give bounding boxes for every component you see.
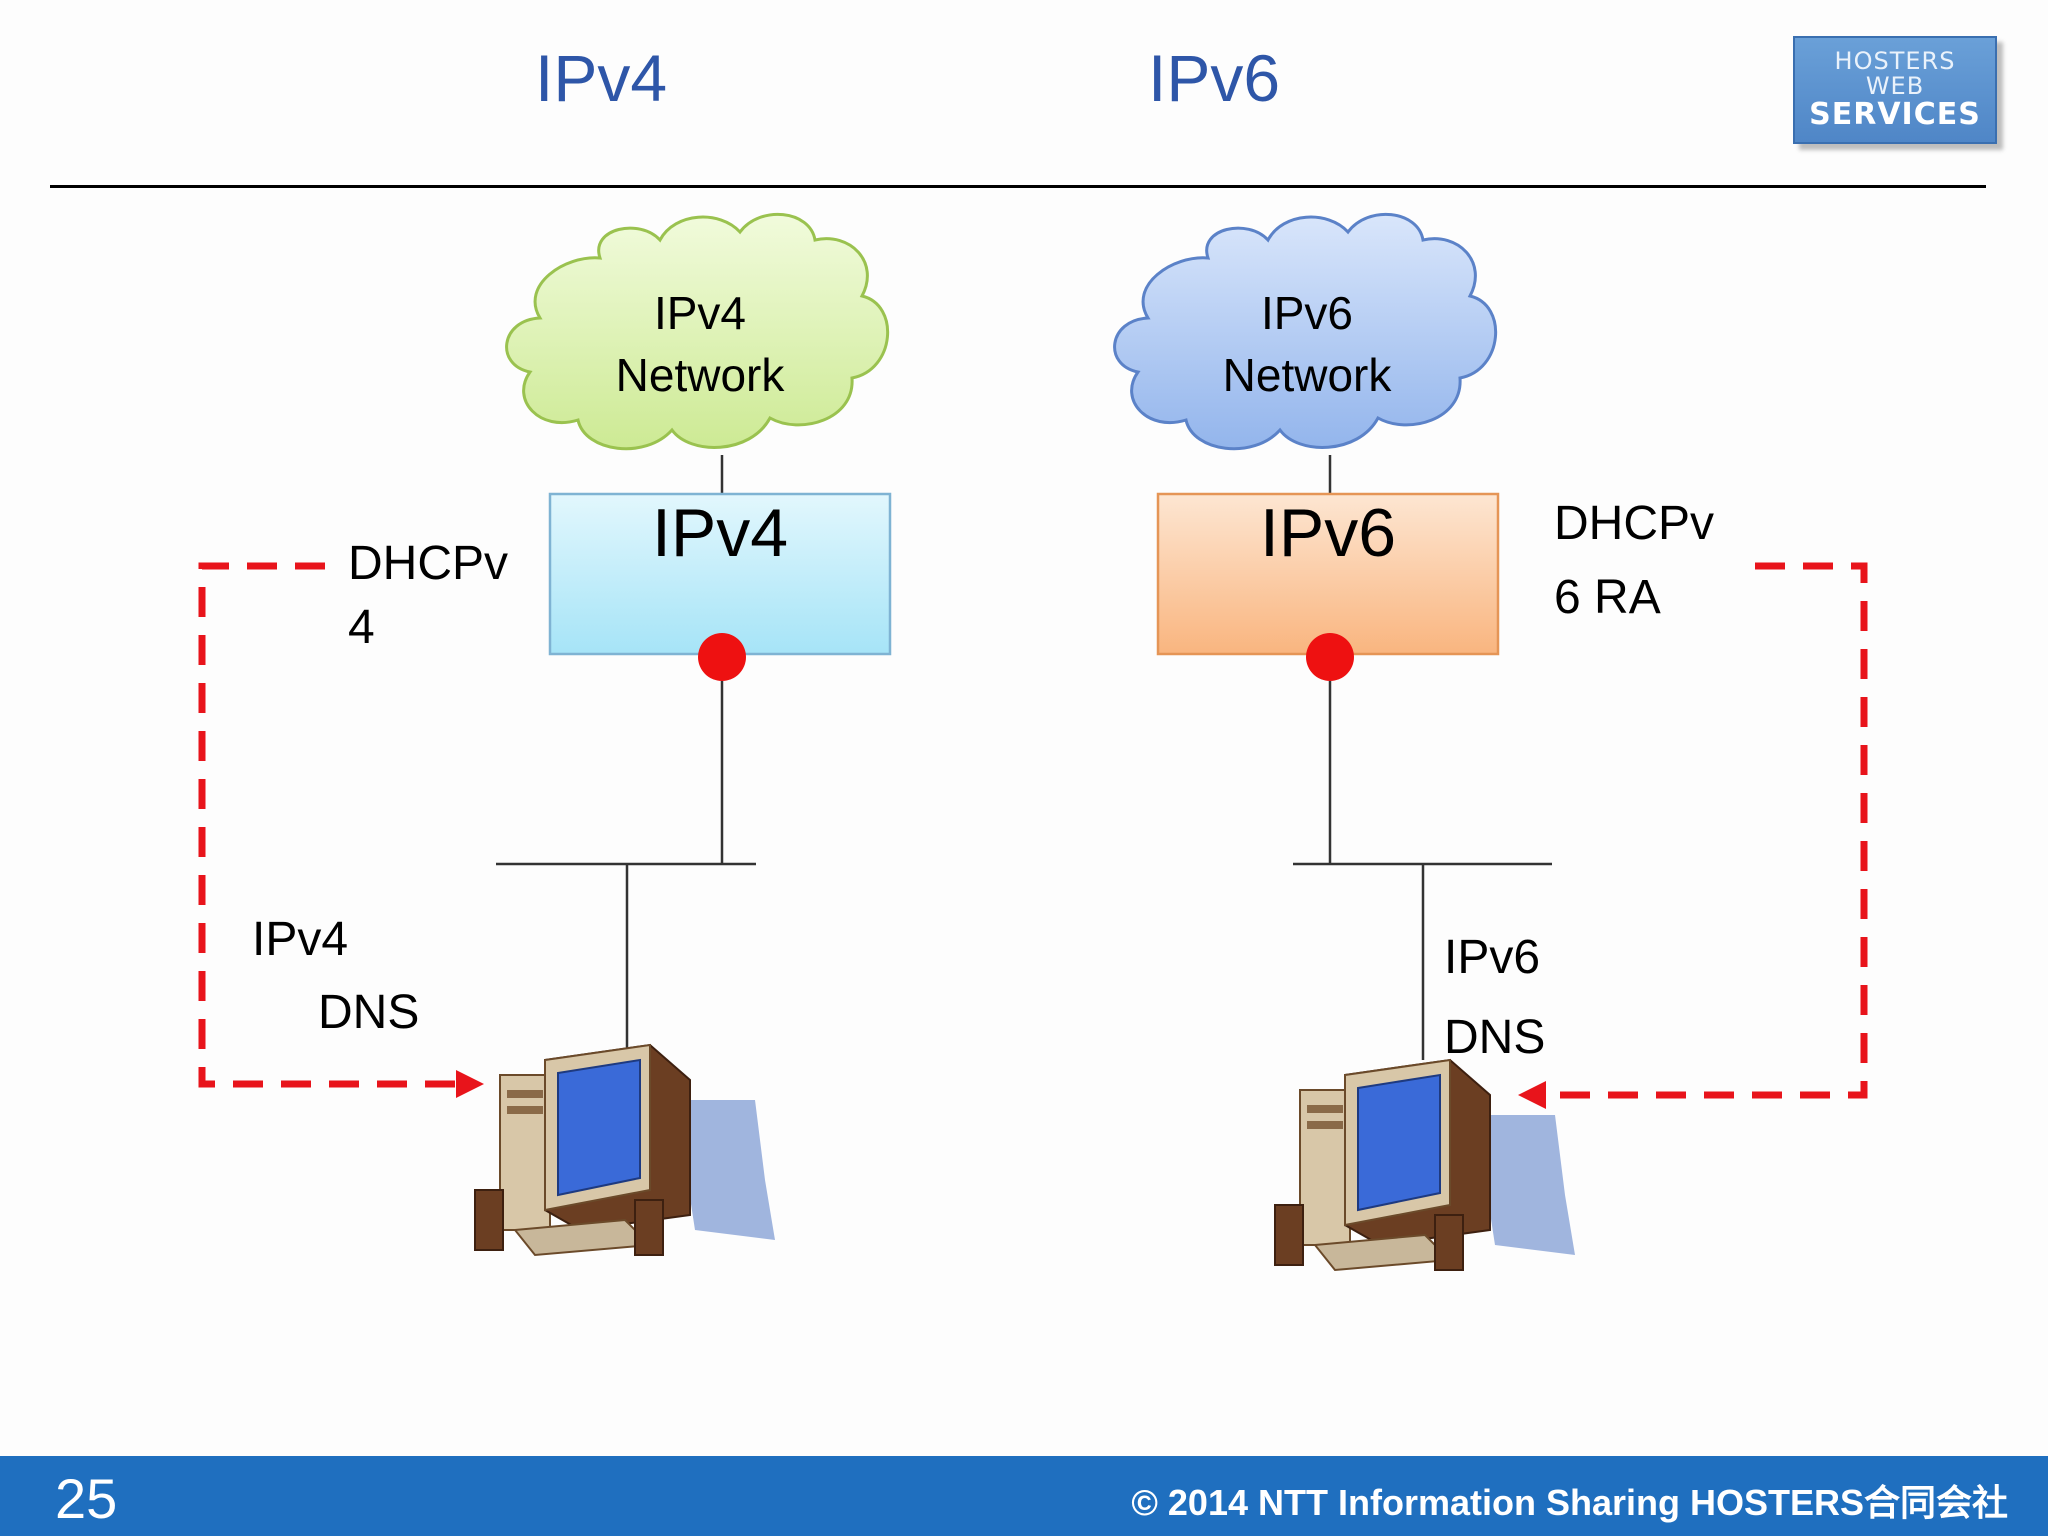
ipv4-dhcp-arrowhead (456, 1070, 484, 1098)
ipv6-dhcp-arrow (1550, 562, 1868, 1099)
ipv4-dhcp-label-line2: 4 (348, 601, 375, 654)
ipv6-dhcp-arrowhead (1518, 1081, 1546, 1109)
ipv4-cloud-label-line1: IPv4 (653, 287, 747, 339)
footer-bar: 25 © 2014 NTT Information Sharing HOSTER… (0, 1456, 2048, 1536)
ipv6-dns-label-line2: DNS (1444, 1011, 1546, 1064)
ipv4-network-cloud (505, 212, 890, 451)
ipv4-cloud-label: IPv4 Network (600, 282, 800, 406)
ipv6-router (1156, 492, 1500, 656)
ipv4-dns-label-line2: DNS (318, 986, 420, 1039)
ipv4-dhcp-arrow (198, 562, 474, 1088)
ipv6-dhcp-label-line1: DHCPv (1554, 497, 1715, 550)
ipv6-cloud-label-line2: Network (1222, 349, 1392, 401)
page-title-ipv6: IPv6 (1148, 41, 1281, 115)
ipv4-cloud-label-line2: Network (615, 349, 785, 401)
ipv6-network-cloud (1113, 212, 1498, 451)
ipv4-host-pc-icon (474, 1043, 775, 1257)
logo-line-2: WEB (1865, 72, 1925, 101)
logo-line-1: HOSTERS (1834, 47, 1956, 76)
ipv6-dns-label-line1: IPv6 (1444, 931, 1541, 984)
copyright-text: © 2014 NTT Information Sharing HOSTERS合同… (1131, 1482, 2008, 1523)
hosters-web-services-logo: HOSTERS WEB SERVICES (1793, 36, 1997, 144)
ipv4-router-label: IPv4 (651, 495, 789, 571)
header-divider (50, 185, 1986, 188)
ipv6-dhcp-label-line2: 6 RA (1554, 571, 1661, 624)
ipv6-router-port (1306, 633, 1354, 681)
ipv6-cloud-label: IPv6 Network (1207, 282, 1407, 406)
ipv6-cloud-label-line1: IPv6 (1260, 287, 1354, 339)
ipv6-router-label: IPv6 (1259, 495, 1397, 571)
ipv4-dns-label-line1: IPv4 (252, 913, 349, 966)
logo-line-3: SERVICES (1809, 97, 1981, 133)
ipv6-host-pc-icon (1274, 1058, 1575, 1272)
page-number: 25 (55, 1467, 118, 1530)
ipv4-router (548, 492, 892, 656)
page-title-ipv4: IPv4 (535, 41, 668, 115)
ipv4-router-port (698, 633, 746, 681)
ipv4-dhcp-label-line1: DHCPv (348, 537, 509, 590)
